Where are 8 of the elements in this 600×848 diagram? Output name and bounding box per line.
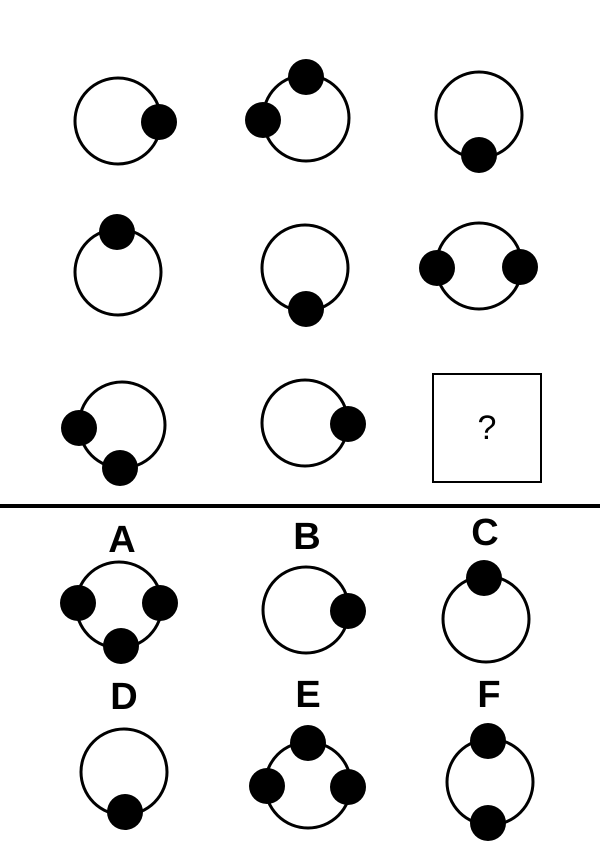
answer-box xyxy=(432,373,542,483)
option-letter: F xyxy=(477,676,501,714)
option-letter: A xyxy=(108,521,136,559)
question-mark: ? xyxy=(478,411,496,445)
option-letter: C xyxy=(471,514,499,552)
option-letter: B xyxy=(293,518,321,556)
option-letter: E xyxy=(295,676,321,714)
option-letter: D xyxy=(110,678,138,716)
